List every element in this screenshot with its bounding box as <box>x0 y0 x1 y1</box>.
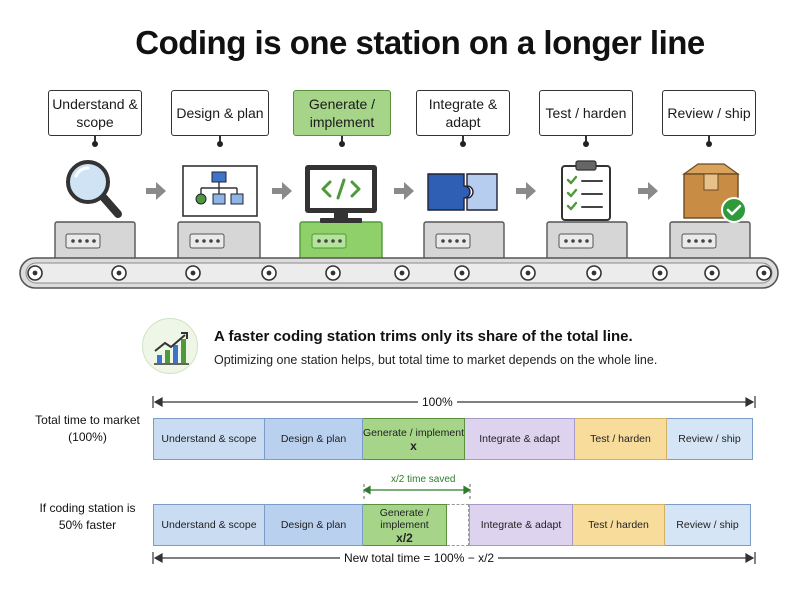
conveyor-belt <box>19 257 779 289</box>
station-label-test: Test / harden <box>539 90 633 136</box>
row1-label: Total time to market (100%) <box>35 413 140 444</box>
station-label-integrate: Integrate & adapt <box>416 90 510 136</box>
bottom-dimension-label: New total time = 100% − x/2 <box>340 551 499 565</box>
info-subtext: Optimizing one station helps, but total … <box>214 353 658 367</box>
connector <box>585 136 587 144</box>
segment-understand: Understand & scope <box>153 418 265 460</box>
timeline-row-faster: Understand & scope Design & plan Generat… <box>153 504 751 546</box>
connector <box>341 136 343 144</box>
diagram-icon <box>182 165 258 217</box>
segment-design: Design & plan <box>265 418 363 460</box>
growth-chart-icon <box>142 318 198 374</box>
segment-integrate: Integrate & adapt <box>465 418 575 460</box>
page-title: Coding is one station on a longer line <box>135 24 705 61</box>
segment-integrate: Integrate & adapt <box>469 504 573 546</box>
info-heading: A faster coding station trims only its s… <box>214 328 633 345</box>
connector <box>462 136 464 144</box>
segment-test: Test / harden <box>573 504 665 546</box>
time-saved-gap <box>447 504 469 546</box>
segment-understand: Understand & scope <box>153 504 265 546</box>
time-saved-label: x/2 time saved <box>391 474 456 485</box>
connector <box>94 136 96 144</box>
timeline-row-total: Understand & scope Design & plan Generat… <box>153 418 753 460</box>
puzzle-icon <box>427 173 498 211</box>
flow-arrows <box>146 182 658 200</box>
station-label-review: Review / ship <box>662 90 756 136</box>
station-label-understand: Understand & scope <box>48 90 142 136</box>
segment-design: Design & plan <box>265 504 363 546</box>
row2-label: If coding station is 50% faster <box>39 501 136 532</box>
station-label-design: Design & plan <box>171 90 269 136</box>
connector <box>219 136 221 144</box>
station-bases <box>54 221 751 261</box>
package-check-icon <box>682 163 747 223</box>
segment-review: Review / ship <box>667 418 753 460</box>
station-label-generate: Generate / implement <box>293 90 391 136</box>
code-monitor-icon <box>305 165 377 223</box>
connector <box>708 136 710 144</box>
top-dimension-label: 100% <box>418 395 457 409</box>
segment-test: Test / harden <box>575 418 667 460</box>
magnifier-icon <box>66 160 122 218</box>
checklist-icon <box>561 160 611 221</box>
conveyor-scene <box>19 141 779 289</box>
segment-review: Review / ship <box>665 504 751 546</box>
